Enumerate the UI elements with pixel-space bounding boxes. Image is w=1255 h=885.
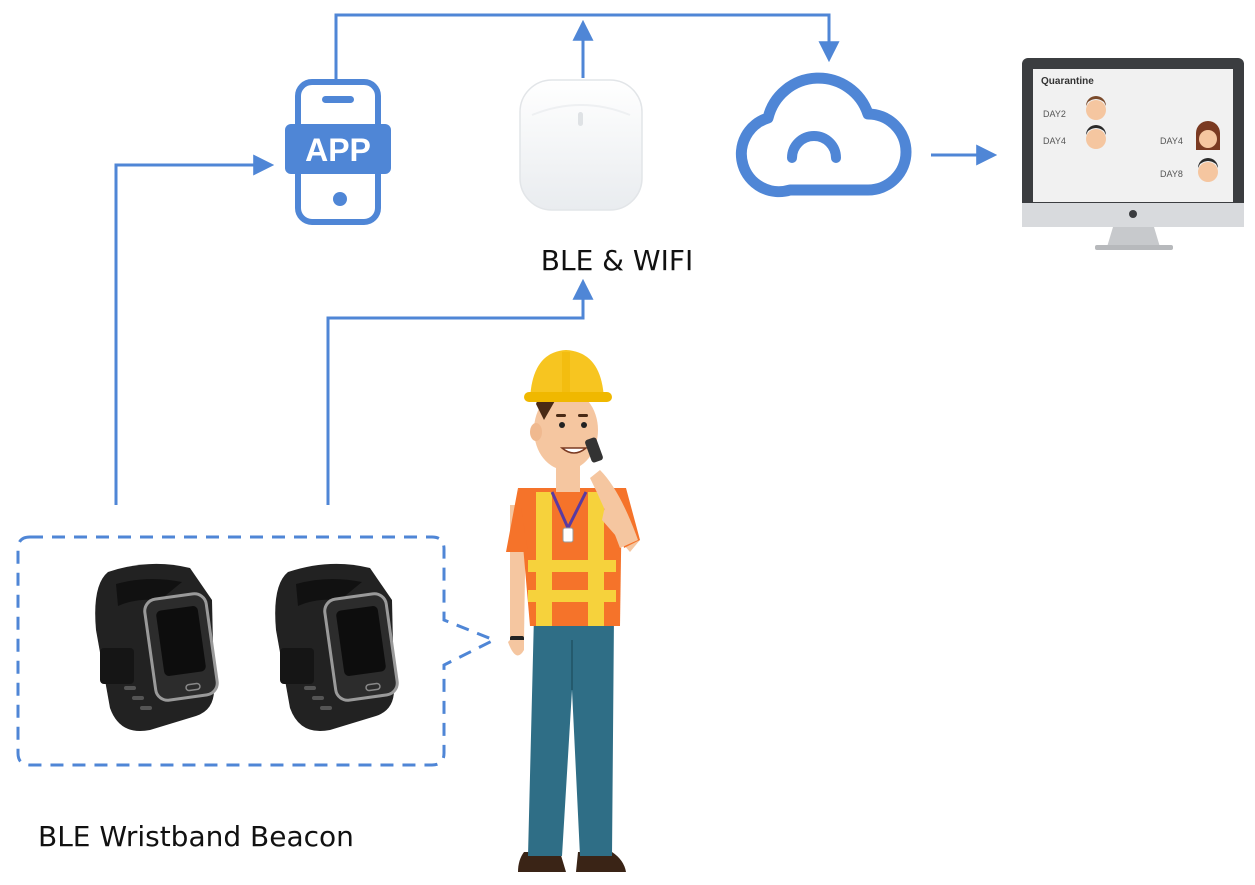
monitor-entry: DAY8 bbox=[1160, 169, 1183, 179]
monitor-entry: DAY4 bbox=[1043, 136, 1066, 146]
person-avatar-icon bbox=[1086, 125, 1106, 149]
wristband-icon bbox=[95, 563, 219, 732]
flow-arrows bbox=[114, 13, 998, 505]
wristband-callout-box bbox=[16, 535, 498, 767]
ble-wifi-gateway-device bbox=[519, 79, 643, 211]
monitor-display: Quarantine DAY2 DAY4 DAY4 DAY8 bbox=[1022, 58, 1244, 250]
person-avatar-icon bbox=[1086, 96, 1106, 120]
monitor-entry: DAY2 bbox=[1043, 109, 1066, 119]
wristband-to-app-arrow bbox=[114, 154, 275, 505]
app-icon-text: APP bbox=[305, 132, 371, 168]
monitor-entry: DAY4 bbox=[1160, 136, 1183, 146]
monitor-screen-title: Quarantine bbox=[1041, 76, 1094, 87]
wristband-to-gateway-arrow bbox=[326, 278, 594, 505]
app-to-cloud-arrow bbox=[334, 13, 840, 82]
app-phone-icon: APP bbox=[285, 79, 391, 225]
person-avatar-icon bbox=[1198, 158, 1218, 182]
wristband-label: BLE Wristband Beacon bbox=[38, 820, 354, 853]
gateway-label: BLE & WIFI bbox=[541, 244, 693, 277]
person-avatar-icon bbox=[1196, 121, 1220, 150]
wristband-icon bbox=[275, 563, 399, 732]
cloud-icon bbox=[735, 72, 912, 198]
construction-worker-illustration bbox=[506, 350, 640, 872]
